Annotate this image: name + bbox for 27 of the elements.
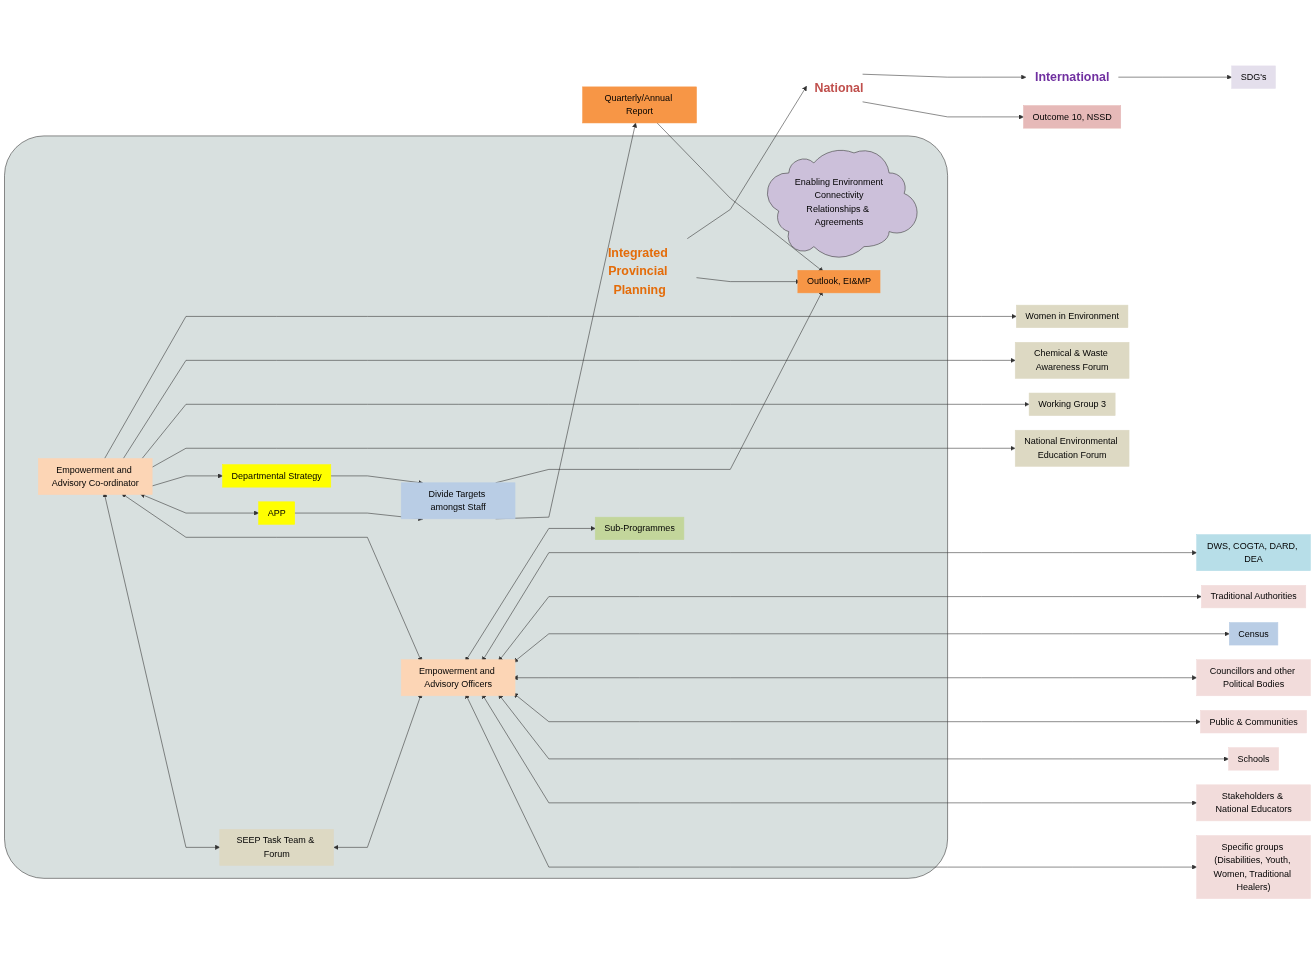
node-box: Census — [1229, 622, 1279, 646]
node-box: Working Group 3 — [1028, 392, 1116, 416]
node-box: Outcome 10, NSSD — [1023, 105, 1121, 129]
node-box: Empowerment and Advisory Officers — [400, 659, 516, 697]
node-box: Quarterly/Annual Report — [582, 86, 697, 124]
node-box: SEEP Task Team & Forum — [219, 829, 334, 866]
node-text: National — [814, 80, 864, 96]
node-box: Departmental Strategy — [222, 464, 332, 488]
node-box: Stakeholders & National Educators — [1196, 784, 1311, 822]
node-box: Schools — [1228, 747, 1279, 771]
node-box: DWS, COGTA, DARD, DEA — [1196, 534, 1311, 571]
node-box: SDG's — [1231, 65, 1276, 89]
node-box: Sub-Programmes — [594, 516, 685, 540]
node-box: Empowerment and Advisory Co-ordinator — [38, 458, 153, 495]
node-box: Traditional Authorities — [1201, 585, 1307, 609]
node-text: International — [1034, 70, 1110, 85]
node-box: Councillors and other Political Bodies — [1196, 659, 1311, 697]
node-text: Integrated Provincial Planning — [607, 245, 668, 297]
node-box: Women in Environment — [1016, 304, 1129, 328]
node-box: National Environmental Education Forum — [1014, 429, 1130, 467]
node-box: Public & Communities — [1200, 710, 1307, 734]
node-box: Specific groups (Disabilities, Youth, Women, Traditional Healers) — [1196, 835, 1311, 899]
node-box: Divide Targets amongst Staff — [400, 482, 516, 520]
node-box: APP — [258, 501, 295, 525]
node-box: Chemical & Waste Awareness Forum — [1014, 342, 1130, 379]
node-box: Outlook, EI&MP — [797, 270, 881, 294]
cluster — [4, 135, 948, 879]
